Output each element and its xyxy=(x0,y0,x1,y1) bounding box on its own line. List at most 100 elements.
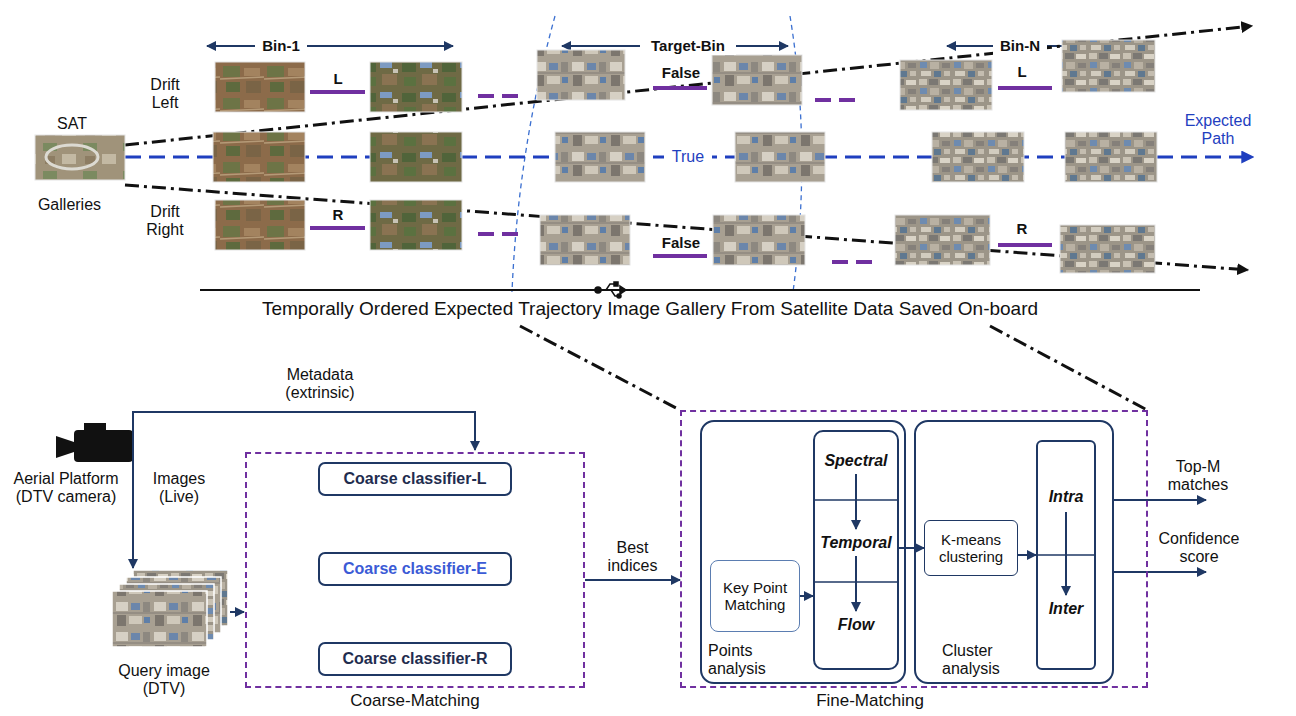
stage-stack: IntraInter xyxy=(1036,440,1096,670)
stage-arrow xyxy=(855,556,857,611)
flow-arrow xyxy=(1018,554,1036,556)
link-label: R xyxy=(1012,220,1032,238)
satellite-image xyxy=(35,135,125,180)
signal-wire xyxy=(1114,571,1206,573)
match-link xyxy=(832,260,848,264)
process-box: K-means clustering xyxy=(924,520,1018,576)
bin-label: Bin-N xyxy=(993,37,1047,55)
match-link xyxy=(502,232,518,236)
node-text: Inter xyxy=(1036,600,1096,618)
link-label: L xyxy=(328,70,348,88)
gallery-label: Galleries xyxy=(22,196,117,214)
satellite-image xyxy=(215,62,305,112)
drift-label: Drift Right xyxy=(140,203,190,239)
classifier-box: Coarse classifier-R xyxy=(318,642,512,676)
stage-group: Coarse-MatchingCoarse classifier-LCoarse… xyxy=(245,452,585,688)
flow-arrow xyxy=(585,579,680,581)
node-text: Coarse-Matching xyxy=(245,692,585,710)
usb-icon xyxy=(614,282,618,286)
gallery-label: SAT xyxy=(52,115,92,133)
path-label: Expected Path xyxy=(1180,112,1256,148)
node-text: Key Point Matching xyxy=(715,579,795,614)
output-label: Confidence score xyxy=(1150,530,1248,566)
satellite-image xyxy=(1062,40,1155,92)
drift-path xyxy=(125,26,1252,145)
bin-label: Bin-1 xyxy=(255,37,307,55)
stage-arrow xyxy=(855,474,857,529)
zoom-line xyxy=(990,326,1147,410)
bin-span-arrow xyxy=(207,45,453,47)
match-label: False xyxy=(657,234,705,252)
node-text: Coarse classifier-L xyxy=(343,470,486,488)
process-box: Key Point Matching xyxy=(710,560,800,632)
match-label: True xyxy=(664,148,712,166)
drift-label: Drift Left xyxy=(140,76,190,112)
camera-icon xyxy=(56,423,133,462)
satellite-image xyxy=(1060,225,1155,273)
signal-wire xyxy=(132,412,134,568)
stage-arrow xyxy=(1065,512,1067,595)
usb-icon xyxy=(595,282,626,298)
signal-label: Images (Live) xyxy=(140,470,218,506)
satellite-image xyxy=(370,62,462,112)
satellite-image xyxy=(1065,132,1157,182)
usb-icon xyxy=(617,294,621,298)
caption-text: Temporally Ordered Expected Trajectory I… xyxy=(150,298,1150,320)
link-label: R xyxy=(328,206,348,224)
node-text: Intra xyxy=(1036,488,1096,506)
match-link xyxy=(998,86,1052,90)
satellite-image xyxy=(555,132,645,182)
satellite-image xyxy=(895,215,990,265)
satellite-image xyxy=(735,132,825,182)
camera-icon xyxy=(56,436,74,458)
flow-arrow xyxy=(800,595,813,597)
node-text: Spectral xyxy=(813,452,899,470)
query-image-stack xyxy=(112,570,228,647)
node-text: Temporal xyxy=(813,534,899,552)
satellite-image xyxy=(370,132,462,182)
node-text: Cluster analysis xyxy=(942,642,1032,678)
match-label: False xyxy=(657,64,705,82)
satellite-image xyxy=(46,145,98,169)
camera-icon xyxy=(84,423,106,431)
link-label: L xyxy=(1012,63,1032,81)
satellite-image xyxy=(370,200,462,250)
flow-arrow xyxy=(899,547,924,549)
match-link xyxy=(310,226,365,230)
match-link xyxy=(653,86,707,90)
node-text: Coarse classifier-E xyxy=(343,560,487,578)
satellite-image xyxy=(713,215,805,265)
node-text: Coarse classifier-R xyxy=(343,650,488,668)
platform-label: Aerial Platform (DTV camera) xyxy=(5,470,127,506)
analysis-group: Points analysis Key Point Matching Spectra… xyxy=(700,420,906,684)
satellite-image xyxy=(215,200,305,250)
zoom-line xyxy=(520,326,680,410)
analysis-group: Cluster analysisK-means clusteringIntraI… xyxy=(914,420,1114,684)
node-text: Points analysis xyxy=(708,642,798,678)
match-link xyxy=(478,232,494,236)
match-link xyxy=(856,260,872,264)
signal-label: Metadata (extrinsic) xyxy=(270,366,370,402)
classifier-box: Coarse classifier-E xyxy=(318,552,512,586)
signal-wire xyxy=(230,611,244,613)
separator-line xyxy=(200,289,1200,291)
satellite-image xyxy=(213,132,305,182)
satellite-image xyxy=(35,40,1157,273)
image-label: Query image (DTV) xyxy=(105,662,223,698)
query-image-stack xyxy=(112,591,207,647)
output-label: Top-M matches xyxy=(1152,458,1244,494)
signal-wire xyxy=(133,412,1206,612)
satellite-image xyxy=(932,132,1024,182)
match-link xyxy=(502,94,518,98)
match-link xyxy=(839,98,855,102)
bin-label: Target-Bin xyxy=(640,37,736,55)
satellite-image xyxy=(537,50,625,100)
usb-icon xyxy=(620,286,626,294)
match-link xyxy=(478,94,494,98)
satellite-image xyxy=(712,55,802,105)
signal-wire xyxy=(1114,499,1206,501)
match-link xyxy=(310,90,365,94)
